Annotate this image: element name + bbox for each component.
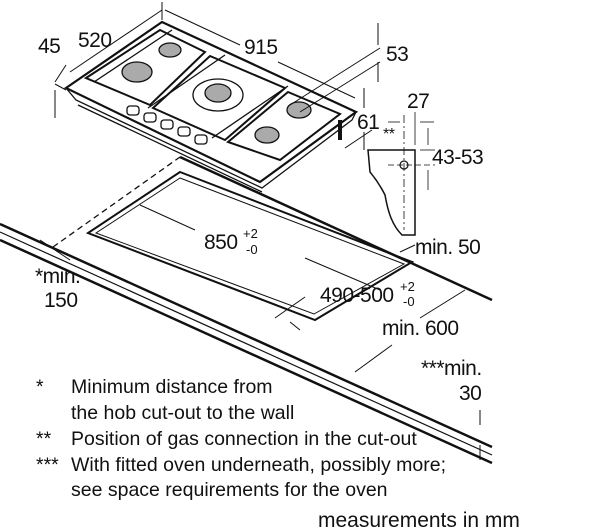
cutout [85, 170, 415, 322]
control-knobs [126, 105, 208, 145]
dim-min-back: min. 50 [415, 236, 481, 259]
dim-cutout-width: 850 [204, 231, 238, 254]
dim-cutout-depth: 490-500 [320, 284, 394, 307]
dimension-lines [39, 2, 481, 460]
footnote-marker: *** [36, 454, 59, 476]
dim-min-thickness-value: 30 [459, 382, 482, 405]
gas-position-marker: ** [383, 126, 395, 143]
dim-hob-depth: 520 [78, 29, 112, 52]
footnote-text: With fitted oven underneath, possibly mo… [71, 454, 447, 476]
dim-hob-height: 45 [38, 35, 61, 58]
footnote-text: the hob cut-out to the wall [71, 402, 295, 424]
dim-min-side-label: *min. [35, 265, 81, 288]
footnote-text: see space requirements for the oven [71, 479, 388, 501]
footnote-text: Position of gas connection in the cut-ou… [71, 428, 417, 450]
tol-plus: +2 [243, 226, 258, 241]
footnote-marker: ** [36, 428, 52, 450]
dim-gas-offset: 27 [407, 90, 430, 113]
tol-minus: -0 [403, 294, 415, 309]
units-note: measurements in mm [318, 509, 520, 532]
tol-minus: -0 [246, 242, 258, 257]
dim-top-to-grate: 53 [386, 43, 409, 66]
footnote-text: Minimum distance from [71, 376, 273, 398]
footnote-marker: * [36, 376, 44, 398]
worktop [0, 155, 493, 465]
dim-min-worktop: min. 600 [382, 317, 459, 340]
dim-front-height: 61 [357, 111, 380, 134]
dim-hob-width: 915 [244, 36, 278, 59]
gas-connection-detail [367, 112, 435, 236]
burners [121, 42, 312, 144]
dim-min-side-value: 150 [44, 289, 78, 312]
dim-gas-height: 43-53 [432, 146, 484, 169]
dim-min-thickness-label: ***min. [421, 357, 482, 380]
tol-plus: +2 [400, 279, 415, 294]
